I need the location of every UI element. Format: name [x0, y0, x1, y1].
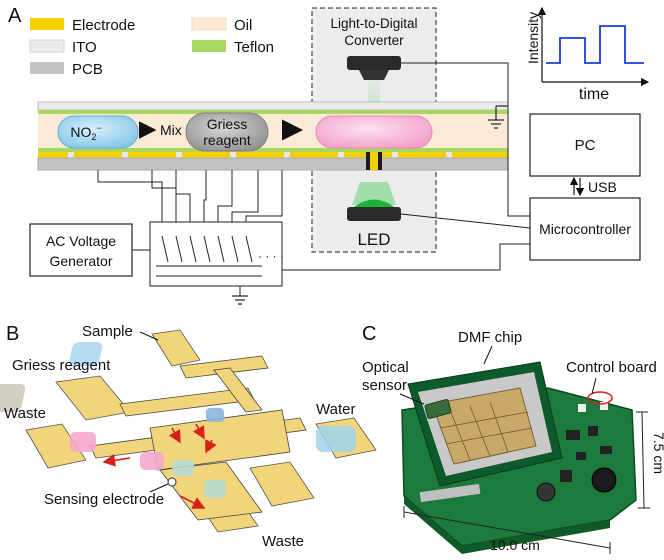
chip-droplet-reagent: [172, 460, 194, 476]
pin-header: [419, 483, 481, 503]
electrode-layer: [38, 152, 508, 158]
legend: Electrode ITO PCB Oil Teflon: [29, 17, 274, 78]
legend-swatch-ito: [29, 39, 65, 53]
waste-left-reservoir: [25, 423, 87, 469]
ac-label-line2: Generator: [49, 253, 112, 269]
legend-swatch-oil: [191, 17, 227, 31]
switch-ellipsis: · · · ·: [258, 249, 284, 263]
top-ito-layer: [37, 101, 509, 111]
panel-label-b: B: [6, 323, 19, 345]
capacitor-icon: [536, 482, 556, 502]
intensity-signal-line: [546, 25, 644, 64]
legend-label-pcb: PCB: [72, 61, 103, 78]
dimension-lines: [403, 411, 650, 554]
droplet-no2-label: NO2−: [70, 123, 101, 142]
label-height: 7.5 cm: [651, 432, 664, 474]
wiring: [97, 62, 531, 296]
label-sensing-electrode: Sensing electrode: [44, 491, 164, 508]
chip-droplet-sample: [69, 342, 103, 366]
ac-generator-box: [29, 223, 133, 277]
legend-label-electrode: Electrode: [72, 17, 135, 34]
electrode-gaps: [68, 152, 452, 158]
ac-label-line1: AC Voltage: [46, 233, 116, 249]
legend-label-ito: ITO: [72, 39, 97, 56]
plot-ylabel: Intensity: [525, 12, 541, 64]
converter-label-line2: Converter: [344, 33, 404, 48]
flow-arrows: [102, 423, 217, 509]
droplet-product: [315, 115, 433, 149]
griess-label-line2: reagent: [203, 132, 251, 148]
chip-droplet-waste: [70, 432, 96, 452]
led-glow: [352, 182, 396, 205]
label-width: 10.0 cm: [490, 537, 540, 553]
panel-label-a: A: [8, 5, 22, 27]
chip-droplet-griess: [0, 384, 26, 412]
legend-swatch-teflon: [192, 40, 226, 52]
microcontroller-box: [529, 197, 641, 261]
pc-label: PC: [575, 137, 596, 154]
plot-xlabel: time: [579, 86, 609, 103]
optical-sensor: [424, 399, 452, 419]
usb-label: USB: [588, 179, 617, 195]
label-griess-reagent: Griess reagent: [12, 357, 111, 374]
light-sensor-icon: [347, 56, 401, 80]
waste-bottom-reservoir: [249, 461, 315, 507]
label-sample: Sample: [82, 323, 133, 340]
droplet-no2: [57, 115, 139, 149]
label-optical-line1: Optical: [362, 359, 409, 376]
droplet-griess: [185, 112, 269, 152]
device-photo: [401, 361, 637, 554]
microcontroller-label: Microcontroller: [539, 221, 631, 237]
switch-array: [156, 235, 262, 277]
griess-label-line1: Griess: [207, 116, 247, 132]
legend-swatch-pcb: [30, 62, 64, 74]
pcb-layer: [37, 157, 509, 171]
legend-swatch-electrode: [30, 18, 64, 30]
chip-droplet-water: [316, 426, 356, 452]
chip-droplet-small: [206, 408, 224, 422]
led-icon: [347, 199, 401, 221]
label-optical-line2: sensor: [362, 377, 407, 394]
panel-label-c: C: [362, 323, 376, 345]
bottom-teflon-layer: [38, 148, 508, 152]
chip-droplet-sensing: [204, 480, 226, 498]
mix-label: Mix: [160, 122, 182, 138]
led-label: LED: [357, 230, 390, 249]
inductor-icon: [591, 467, 617, 493]
ground-icon-bottom: [232, 295, 248, 305]
intensity-plot: Intensity time: [525, 6, 650, 103]
label-water: Water: [316, 401, 355, 418]
sensing-electrode-spot: [167, 477, 177, 487]
converter-label-line1: Light-to-Digital: [330, 16, 417, 31]
legend-label-teflon: Teflon: [234, 39, 274, 56]
label-waste-bottom: Waste: [262, 533, 304, 550]
label-waste-left: Waste: [4, 405, 46, 422]
chip-droplet-mix: [140, 452, 164, 470]
legend-label-oil: Oil: [234, 17, 252, 34]
griess-reservoir: [55, 375, 131, 421]
top-teflon-layer: [38, 110, 508, 114]
label-dmf-chip: DMF chip: [458, 329, 522, 346]
ground-icon-top: [488, 105, 508, 129]
label-control-board: Control board: [566, 359, 657, 376]
dmf-chip-layout: [0, 329, 377, 533]
sample-reservoir: [151, 329, 201, 367]
pc-box: [529, 113, 641, 177]
